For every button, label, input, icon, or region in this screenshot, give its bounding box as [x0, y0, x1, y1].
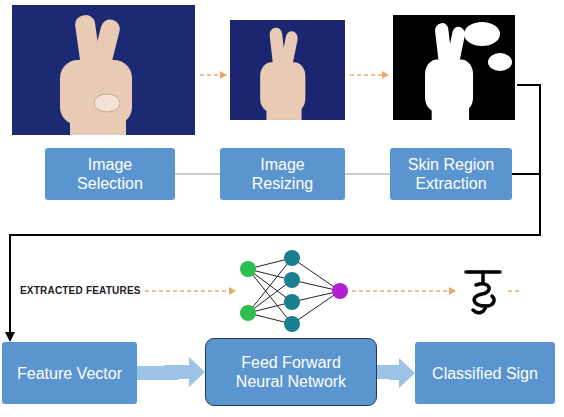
flow-arrow [145, 75, 520, 291]
network-box: Feed Forward Neural Network [205, 338, 377, 406]
arrowhead [399, 358, 415, 388]
skin-mask [393, 15, 515, 120]
network-links [248, 258, 340, 324]
section-label: EXTRACTED FEATURES [20, 285, 141, 296]
box-label: Feature Vector [17, 364, 122, 383]
process-box: Image Selection [45, 148, 175, 200]
network-neurons [240, 250, 348, 332]
box-label: Skin Region Extraction [400, 155, 502, 193]
leader-line [517, 85, 540, 200]
connector-line [175, 173, 220, 174]
process-box: Classified Sign [415, 342, 555, 404]
connector [377, 358, 415, 388]
connector-line [137, 372, 190, 373]
arrowhead [5, 332, 15, 342]
hand-shape [60, 14, 132, 135]
resized-photo [230, 20, 345, 120]
thumb [94, 94, 120, 112]
connector-line [377, 372, 400, 373]
box-label: Classified Sign [432, 364, 538, 383]
connector [137, 357, 205, 387]
sign-glyph [466, 272, 500, 313]
process-box: Feature Vector [2, 342, 137, 404]
hand-shape [260, 27, 305, 120]
connector [345, 174, 390, 175]
box-label: Image Selection [65, 155, 155, 193]
connector-line [345, 173, 390, 174]
process-box: Image Resizing [220, 148, 345, 200]
box-label: Feed Forward Neural Network [222, 353, 360, 391]
box-label: Image Resizing [238, 155, 327, 193]
mask-blob [488, 53, 512, 71]
mask-blob [464, 22, 500, 46]
connector [175, 174, 220, 175]
process-box: Skin Region Extraction [390, 148, 512, 200]
hand-photo [12, 5, 195, 135]
arrowhead [189, 357, 205, 387]
